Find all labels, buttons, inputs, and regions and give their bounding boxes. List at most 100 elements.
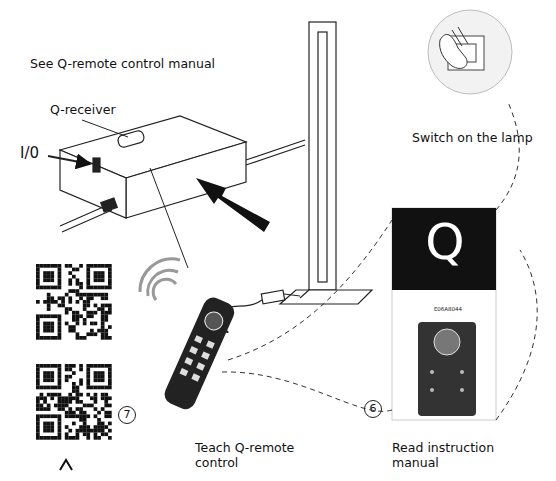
qr-module (50, 322, 54, 326)
qr-module (90, 293, 94, 297)
qr-module (79, 293, 83, 297)
qr-module (47, 304, 51, 308)
qr-module (40, 414, 44, 418)
qr-module (68, 264, 72, 268)
text-label: E06A8044 (418, 306, 478, 313)
qr-module (76, 436, 80, 440)
qr-module (86, 286, 90, 290)
qr-module (76, 332, 80, 336)
qr-module (58, 378, 62, 382)
qr-module (97, 375, 101, 379)
qr-module (108, 375, 112, 379)
qr-module (76, 400, 80, 404)
qr-module (90, 396, 94, 400)
qr-module (79, 400, 83, 404)
qr-module (68, 325, 72, 329)
qr-module (65, 293, 69, 297)
qr-module (58, 371, 62, 375)
qr-module (43, 425, 47, 429)
qr-module (72, 414, 76, 418)
qr-module (36, 314, 40, 318)
qr-module (58, 304, 62, 308)
qr-module (50, 314, 54, 318)
qr-module (104, 336, 108, 340)
qr-module (108, 264, 112, 268)
qr-module (54, 393, 58, 397)
qr-module (97, 422, 101, 426)
qr-module (36, 429, 40, 433)
qr-module (68, 282, 72, 286)
qr-module (97, 418, 101, 422)
qr-module (97, 293, 101, 297)
qr-module (43, 278, 47, 282)
qr-module (65, 375, 69, 379)
qr-module (36, 396, 40, 400)
qr-module (86, 264, 90, 268)
qr-module (79, 393, 83, 397)
qr-module (72, 314, 76, 318)
qr-module (108, 271, 112, 275)
qr-module (65, 432, 69, 436)
qr-module (94, 304, 98, 308)
qr-module (83, 411, 87, 415)
qr-module (79, 336, 83, 340)
qr-module (43, 264, 47, 268)
qr-module (79, 364, 83, 368)
qr-module (61, 300, 65, 304)
qr-module (101, 396, 105, 400)
qr-module (36, 386, 40, 390)
qr-module (36, 414, 40, 418)
qr-module (43, 314, 47, 318)
qr-module (86, 386, 90, 390)
qr-module (58, 418, 62, 422)
qr-module (58, 429, 62, 433)
qr-module (58, 336, 62, 340)
signal-waves (140, 259, 180, 300)
qr-module (36, 336, 40, 340)
text-label: Teach Q-remote control (195, 440, 295, 470)
qr-module (72, 268, 76, 272)
qr-module (43, 375, 47, 379)
qr-module (86, 429, 90, 433)
qr-module (50, 425, 54, 429)
qr-module (72, 386, 76, 390)
wall-switch (428, 10, 512, 94)
qr-module (101, 286, 105, 290)
qr-module (58, 329, 62, 333)
qr-module (101, 311, 105, 315)
qr-module (47, 322, 51, 326)
qr-module (108, 275, 112, 279)
qr-module (79, 425, 83, 429)
qr-module (94, 322, 98, 326)
qr-module (40, 314, 44, 318)
qr-module (58, 375, 62, 379)
qr-module (40, 404, 44, 408)
qr-module (94, 414, 98, 418)
qr-module (68, 296, 72, 300)
qr-module (86, 414, 90, 418)
qr-module (97, 286, 101, 290)
qr-module (50, 375, 54, 379)
qr-module (68, 289, 72, 293)
qr-module (72, 382, 76, 386)
qr-module (86, 371, 90, 375)
qr-module (40, 407, 44, 411)
qr-module (94, 286, 98, 290)
qr-module (36, 378, 40, 382)
qr-module (104, 400, 108, 404)
qr-module (76, 300, 80, 304)
qr-module (47, 325, 51, 329)
qr-module (50, 378, 54, 382)
qr-module (58, 386, 62, 390)
qr-module (104, 414, 108, 418)
qr-module (97, 264, 101, 268)
qr-module (58, 407, 62, 411)
qr-module (43, 378, 47, 382)
text-label: Read instruction manual (392, 440, 512, 470)
qr-module (101, 304, 105, 308)
qr-module (54, 364, 58, 368)
qr-module (86, 268, 90, 272)
qr-module (43, 286, 47, 290)
qr-module (50, 414, 54, 418)
qr-module (43, 396, 47, 400)
